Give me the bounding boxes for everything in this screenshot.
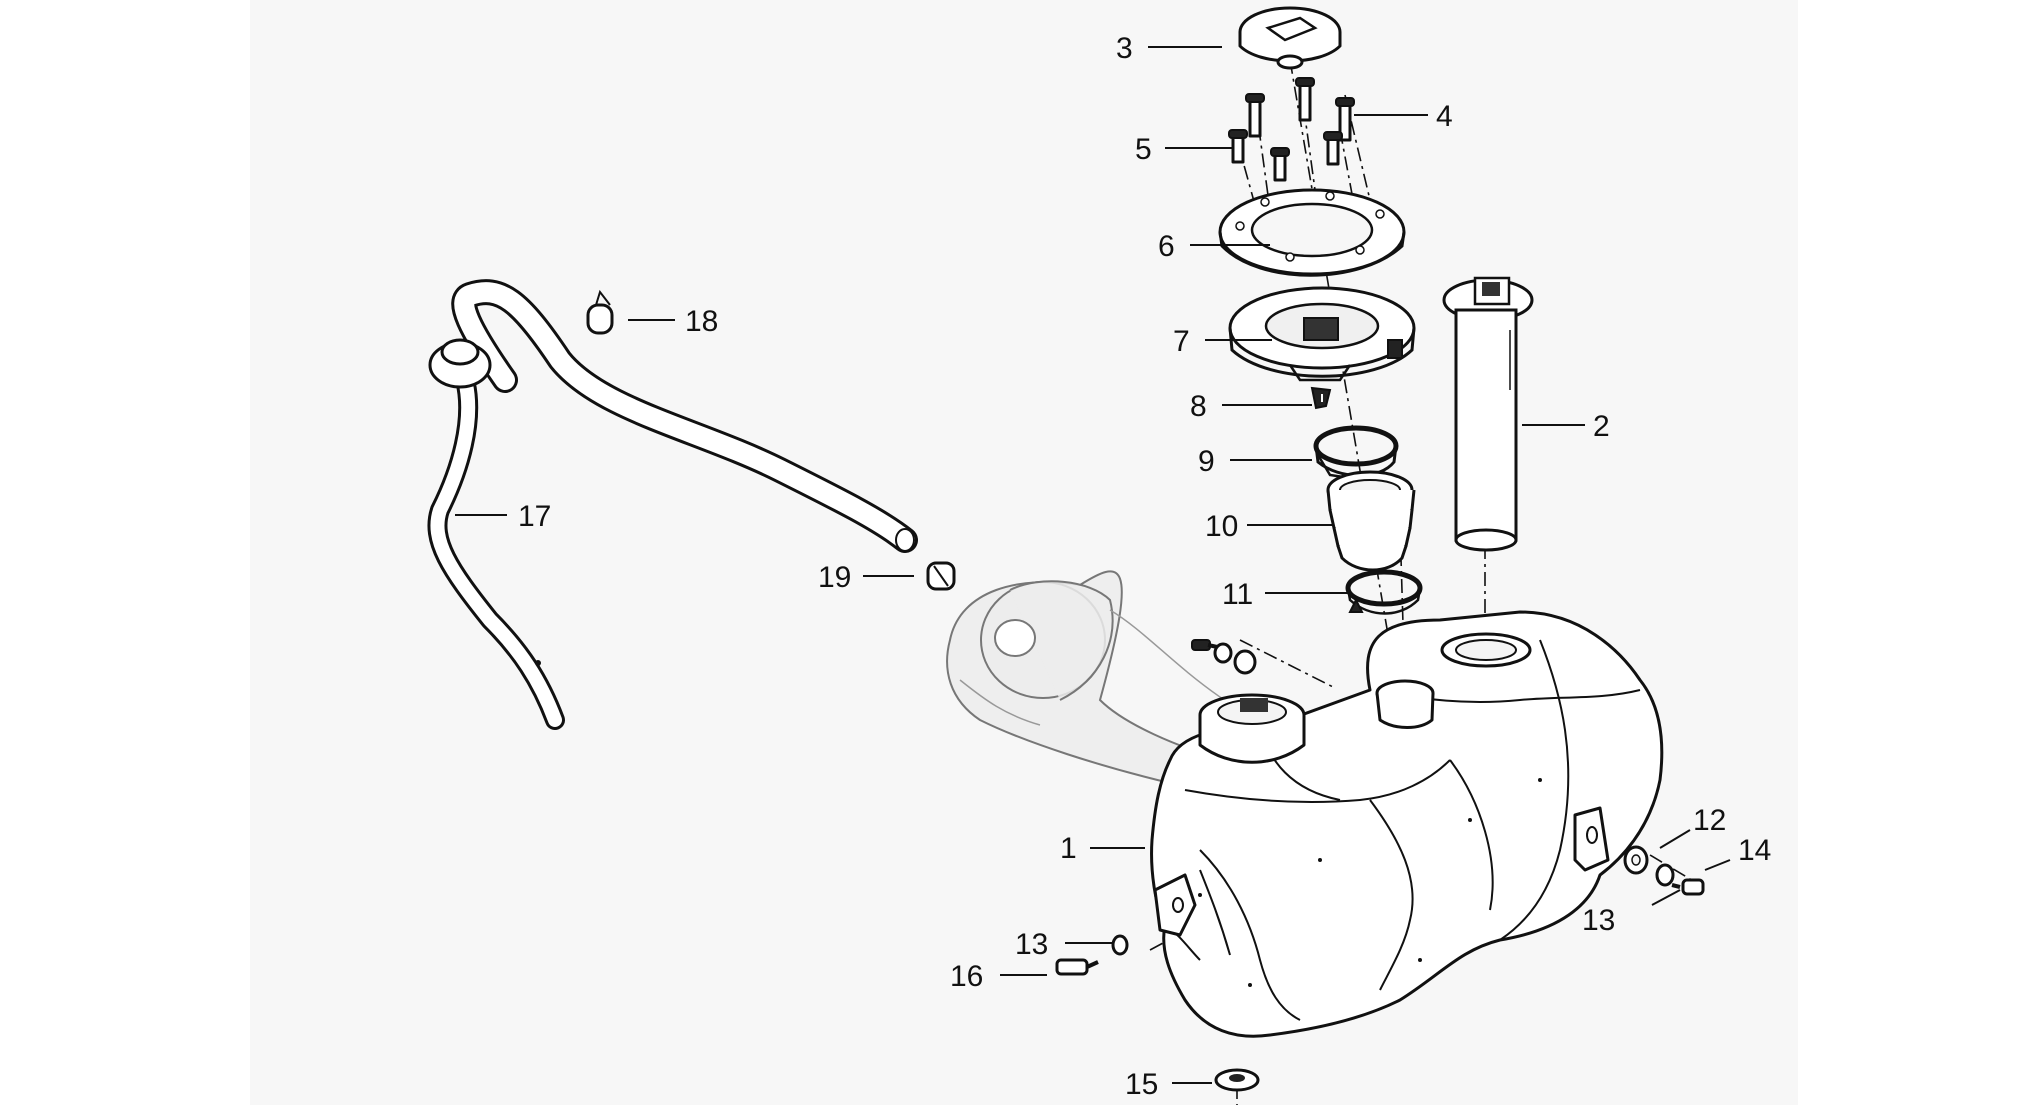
screws-4-5: [1228, 77, 1355, 182]
callout-15: 15: [1125, 1068, 1158, 1101]
callout-4: 4: [1436, 100, 1453, 133]
callout-11: 11: [1222, 578, 1253, 611]
callout-3: 3: [1116, 32, 1133, 65]
callout-labels: 1 2 3 4 5 6 7 8 9 10 11 12 13 13 14 15 1…: [518, 32, 1771, 1101]
callout-5: 5: [1135, 133, 1152, 166]
callout-19: 19: [818, 561, 851, 594]
hose-clamp-19: [926, 561, 956, 591]
filler-neck-7: [1228, 286, 1416, 382]
callout-18: 18: [685, 305, 718, 338]
callout-1: 1: [1060, 832, 1077, 865]
leader-lines: [455, 46, 1731, 1084]
callout-13b: 13: [1582, 904, 1615, 937]
callout-16: 16: [950, 960, 983, 993]
callout-2: 2: [1593, 410, 1610, 443]
callout-10: 10: [1205, 510, 1238, 543]
flange-ring-6: [1218, 188, 1406, 277]
drain-valve-8: [1310, 386, 1332, 410]
filler-cap-3: [1238, 6, 1342, 70]
fasteners-13-16: [1055, 934, 1129, 976]
callout-14: 14: [1738, 834, 1771, 867]
fuel-filler-hose: [451, 279, 918, 553]
callout-7: 7: [1173, 325, 1190, 358]
rubber-bellows-10: [1326, 470, 1416, 572]
callout-8: 8: [1190, 390, 1207, 423]
callout-13a: 13: [1015, 928, 1048, 961]
callout-9: 9: [1198, 445, 1215, 478]
top-fasteners: [1191, 639, 1257, 675]
grommet-15: [1214, 1068, 1260, 1092]
fasteners-12-13-14: [1623, 845, 1705, 896]
callout-17: 17: [518, 500, 551, 533]
callout-6: 6: [1158, 230, 1175, 263]
ghost-frame: [946, 570, 1472, 812]
callout-12: 12: [1693, 804, 1726, 837]
hose-clamp-18: [586, 289, 614, 335]
fuel-tank-1: [1150, 610, 1664, 1038]
fuel-level-sender-2: [1442, 276, 1534, 552]
hose-clamp-11: [1345, 569, 1423, 615]
clamp-ring-9: [1313, 425, 1399, 480]
breather-pipe: [427, 338, 565, 730]
